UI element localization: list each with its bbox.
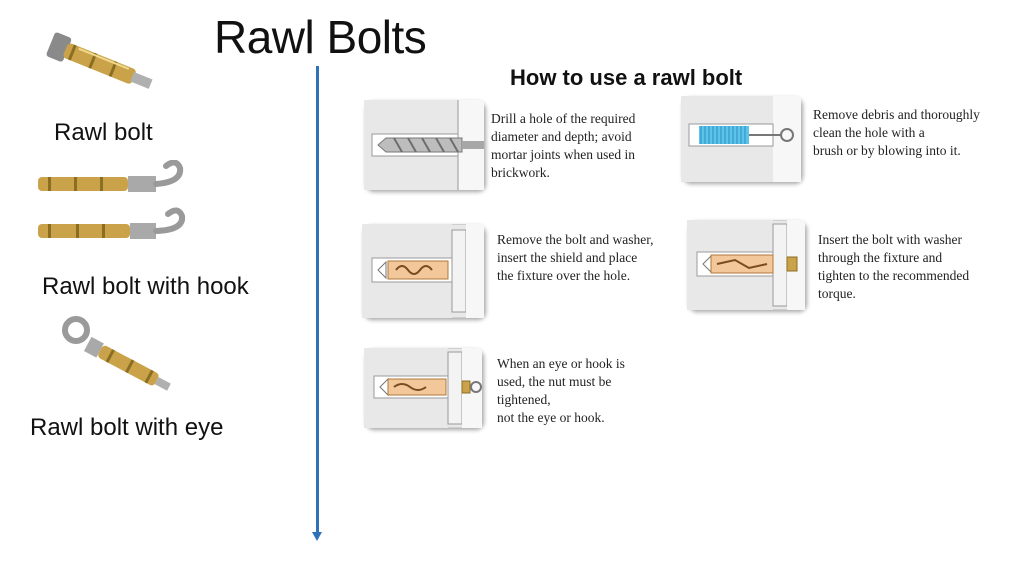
step-5-illustration [364, 348, 482, 428]
tighten-bolt-icon [687, 220, 805, 310]
divider-arrow [312, 66, 322, 541]
rawl-bolt-eye-icon [56, 314, 186, 400]
clean-hole-brush-icon [681, 96, 801, 182]
label-rawl-bolt-hook: Rawl bolt with hook [42, 273, 249, 300]
step-2-illustration [681, 96, 801, 182]
page-title: Rawl Bolts [214, 11, 427, 63]
rawl-bolt-hook-icon [30, 160, 190, 256]
eye-bolt-nut-icon [364, 348, 482, 428]
step-2-text: Remove debris and thoroughly clean the h… [813, 107, 980, 158]
rawl-bolt-icon [38, 30, 168, 102]
step-1-illustration [364, 100, 484, 190]
insert-shield-icon [362, 224, 484, 318]
step-1-text: Drill a hole of the required diameter an… [491, 111, 636, 180]
drill-hole-icon [364, 100, 484, 190]
section-heading: How to use a rawl bolt [510, 65, 743, 90]
label-rawl-bolt-eye: Rawl bolt with eye [30, 414, 224, 441]
step-4-text: Insert the bolt with washer through the … [818, 232, 970, 301]
step-3-illustration [362, 224, 484, 318]
step-4-illustration [687, 220, 805, 310]
step-5-text: When an eye or hook is used, the nut mus… [497, 356, 625, 425]
step-3-text: Remove the bolt and washer, insert the s… [497, 232, 654, 283]
label-rawl-bolt: Rawl bolt [54, 119, 153, 146]
